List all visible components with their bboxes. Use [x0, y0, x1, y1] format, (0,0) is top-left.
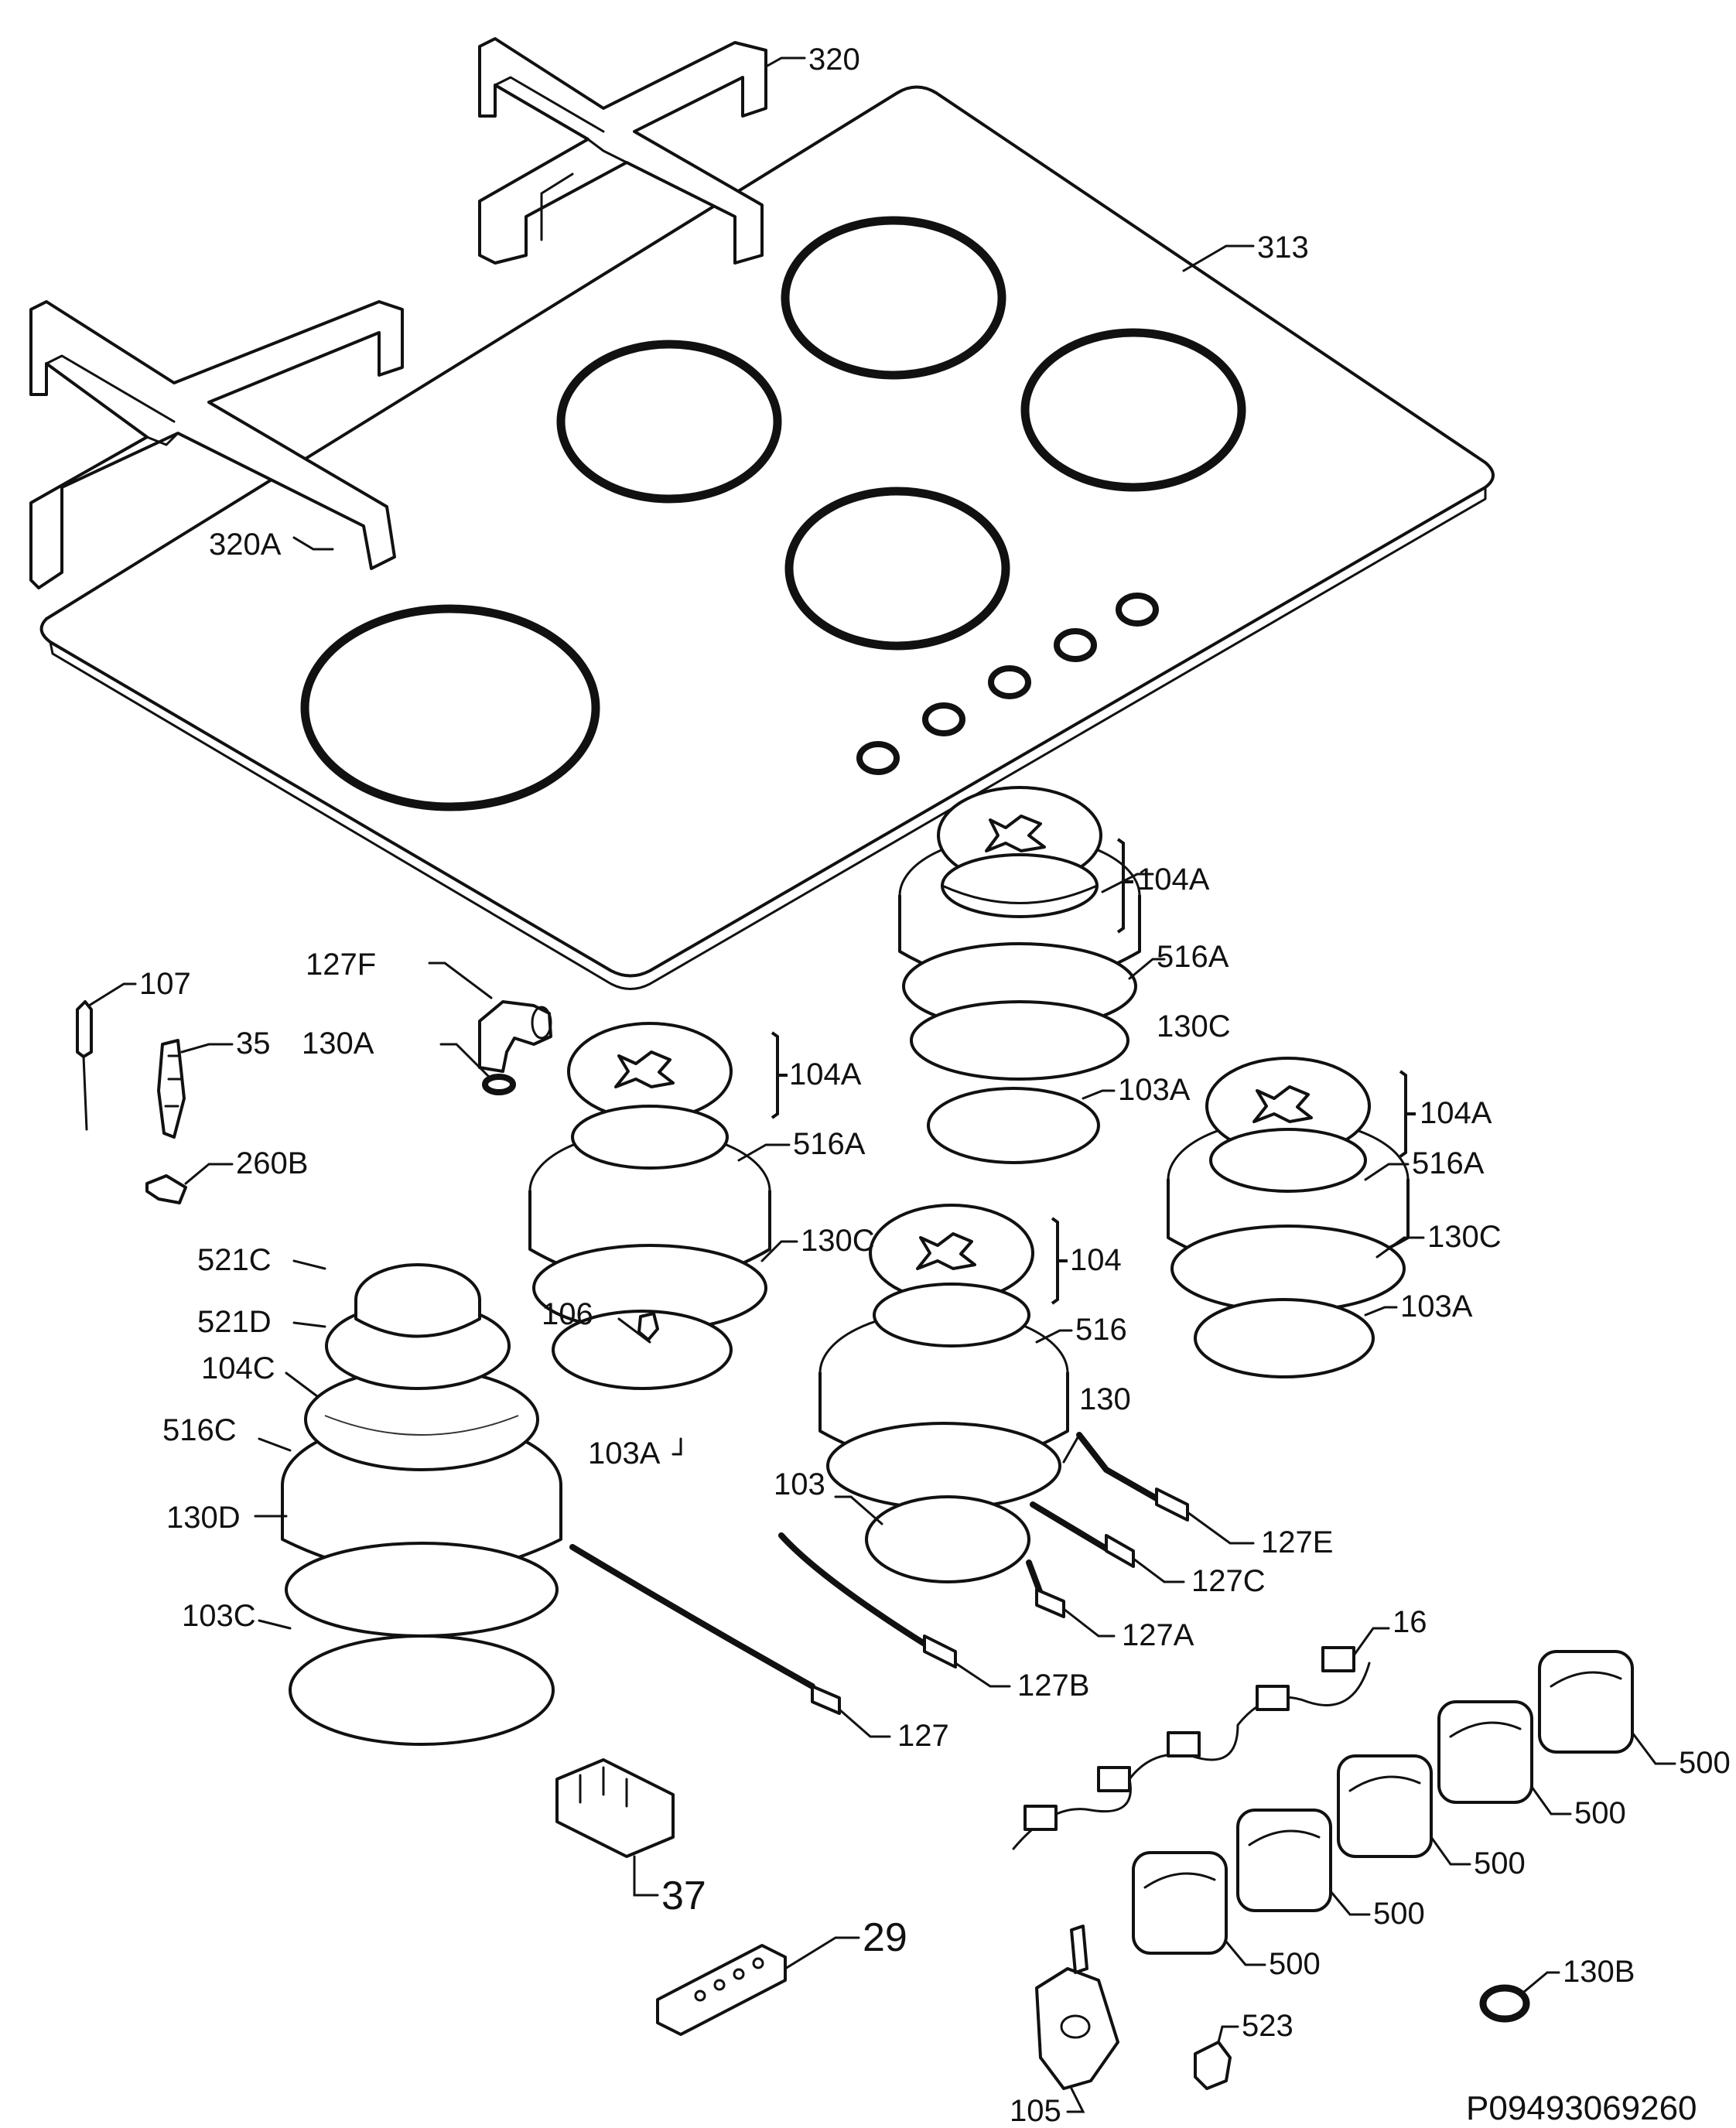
- label-127F: 127F: [306, 948, 376, 982]
- switch-block-29: [656, 1944, 787, 2036]
- ignition-electrode-35: [157, 1039, 186, 1139]
- label-313: 313: [1257, 231, 1309, 265]
- label-516A-left: 516A: [793, 1127, 866, 1161]
- gas-pipes: [569, 1432, 1189, 1715]
- clip-260B: [145, 1174, 187, 1204]
- plate-rings: [300, 216, 1246, 811]
- thermocouple-wire-16: [1012, 1646, 1371, 1850]
- brackets: [771, 838, 1416, 1305]
- label-35: 35: [236, 1026, 271, 1061]
- label-500-a: 500: [1679, 1746, 1731, 1780]
- label-105: 105: [1010, 2094, 1061, 2128]
- label-523: 523: [1242, 2009, 1293, 2043]
- label-516A-right: 516A: [1412, 1146, 1485, 1180]
- label-130D: 130D: [166, 1501, 241, 1535]
- ignition-module-37: [555, 1758, 675, 1858]
- label-127E: 127E: [1261, 1525, 1333, 1559]
- label-103A-right: 103A: [1400, 1289, 1473, 1324]
- label-37: 37: [661, 1874, 706, 1918]
- label-127B: 127B: [1017, 1669, 1089, 1703]
- label-516A-top: 516A: [1157, 940, 1229, 974]
- label-500-e: 500: [1269, 1947, 1321, 1981]
- label-16: 16: [1393, 1605, 1427, 1639]
- knobs-500: [1132, 1650, 1634, 1955]
- label-104: 104: [1070, 1243, 1122, 1277]
- leader-lines: [87, 56, 1676, 2113]
- label-516: 516: [1075, 1313, 1127, 1347]
- label-103C: 103C: [182, 1599, 256, 1633]
- label-516C: 516C: [162, 1413, 237, 1447]
- label-521D: 521D: [197, 1305, 272, 1339]
- label-104A-top: 104A: [1137, 862, 1210, 897]
- washer-130A: [482, 1074, 516, 1095]
- label-130: 130: [1079, 1382, 1131, 1416]
- thermocouple-107: [76, 1000, 93, 1131]
- hob-plate: [39, 85, 1495, 990]
- label-104A-right: 104A: [1420, 1096, 1492, 1130]
- label-320: 320: [808, 43, 860, 77]
- label-104A-left: 104A: [789, 1057, 862, 1091]
- label-29: 29: [863, 1915, 907, 1960]
- burner-right: [1167, 1057, 1410, 1378]
- gas-valve-105: [1035, 1925, 1119, 2090]
- label-320A: 320A: [209, 528, 282, 562]
- label-106: 106: [542, 1297, 593, 1331]
- label-127: 127: [897, 1719, 949, 1753]
- pan-support-320: [478, 37, 767, 265]
- label-130B: 130B: [1563, 1955, 1635, 1989]
- label-130C-top: 130C: [1157, 1009, 1231, 1044]
- label-500-c: 500: [1474, 1846, 1526, 1880]
- pan-support-320A: [29, 300, 404, 589]
- burner-top: [898, 786, 1141, 1164]
- drawing-code: P09493069260: [1466, 2089, 1697, 2127]
- elbow-127F: [478, 1000, 552, 1073]
- label-103A-left: 103A: [588, 1436, 661, 1470]
- label-104C: 104C: [201, 1351, 275, 1385]
- burner-large: [281, 1263, 562, 1746]
- label-103: 103: [774, 1467, 825, 1501]
- label-130C-right: 130C: [1427, 1220, 1502, 1254]
- label-127A: 127A: [1122, 1618, 1194, 1652]
- label-103A-top: 103A: [1118, 1073, 1191, 1107]
- clip-523: [1194, 2041, 1232, 2090]
- burner-left: [528, 1022, 771, 1390]
- burner-middle: [818, 1204, 1069, 1583]
- label-521C: 521C: [197, 1243, 272, 1277]
- label-130C-left: 130C: [801, 1224, 875, 1258]
- label-130A: 130A: [302, 1026, 374, 1061]
- washer-130B: [1479, 1984, 1530, 2023]
- label-500-b: 500: [1574, 1796, 1626, 1830]
- callout-labels: 320 313 320A 107 127F 35 130A 260B 104A …: [139, 43, 1731, 2128]
- label-260B: 260B: [236, 1146, 308, 1180]
- label-107: 107: [139, 967, 191, 1001]
- label-127C: 127C: [1191, 1564, 1266, 1598]
- label-500-d: 500: [1373, 1897, 1425, 1931]
